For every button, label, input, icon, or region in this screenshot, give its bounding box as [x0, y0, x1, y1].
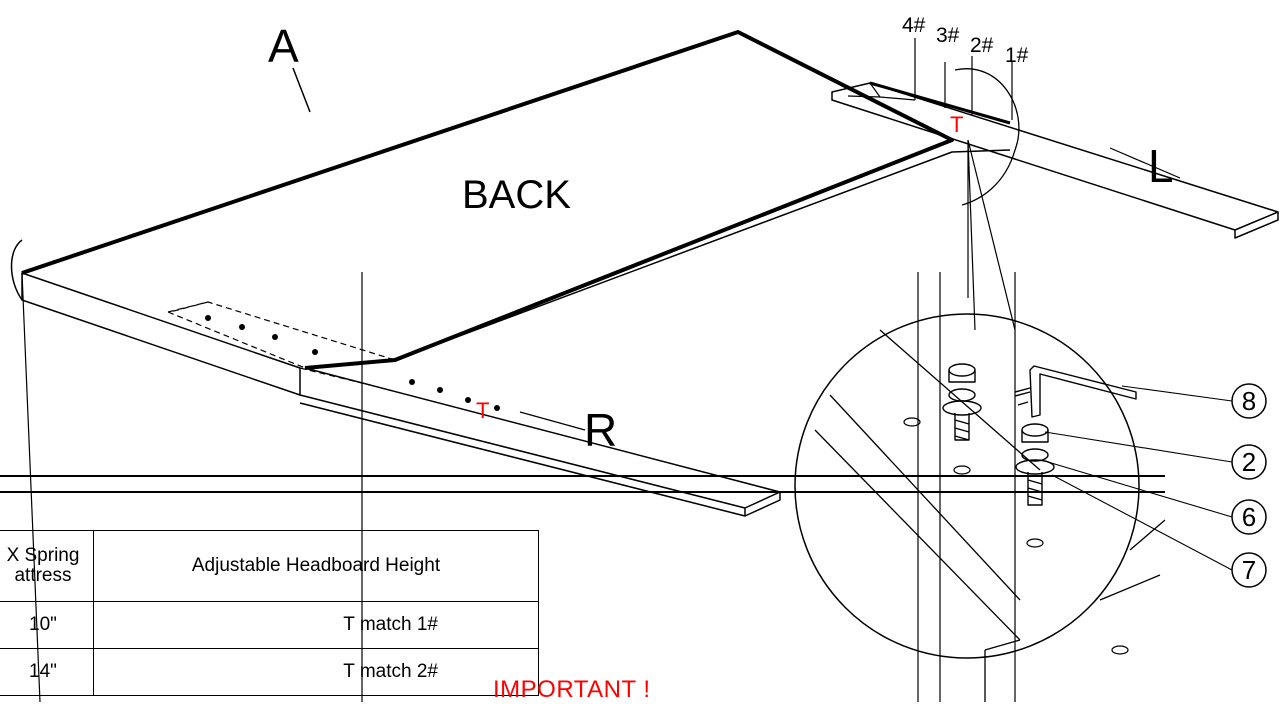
rail-l-top-edge [869, 81, 1011, 125]
detail-circle [794, 313, 1140, 659]
table-header-mattress: X Spring attress [0, 530, 94, 602]
hole-2 [953, 465, 971, 475]
part-r-label: R [584, 404, 617, 456]
table-cell-height: T match 2# [93, 648, 539, 696]
callout-leader-2 [1044, 431, 1233, 463]
bolt-right [1015, 423, 1055, 506]
callout-number-6: 6 [1242, 502, 1256, 532]
hole-3 [1026, 538, 1044, 548]
rail-l-outline [831, 82, 1279, 239]
callout-number-7: 7 [1242, 555, 1256, 585]
rail-r-hidden-slot [167, 301, 396, 386]
hole-4 [1111, 645, 1129, 655]
allen-key [1014, 365, 1137, 418]
callout-leader-7 [1051, 474, 1233, 571]
t-mark-r: T [476, 398, 489, 423]
table-cell-height: T match 1# [93, 601, 539, 649]
position-label-1: 1# [1005, 44, 1029, 67]
rail-holes [205, 315, 500, 411]
part-a-leader [292, 67, 311, 113]
headboard-panel-outline [21, 30, 954, 370]
callout-leader-8 [1121, 385, 1233, 402]
table-row: 10" T match 1# [0, 601, 539, 649]
back-label: BACK [462, 173, 571, 217]
part-a-label: A [268, 20, 299, 72]
frame-rail-lines [0, 475, 1165, 493]
table-row: 14" T match 2# [0, 648, 539, 696]
detail-planks [814, 329, 1166, 702]
t-mark-l: T [950, 112, 963, 137]
part-r-leader [519, 411, 586, 431]
callout-number-8: 8 [1242, 386, 1256, 416]
headboard-height-table: X Spring attress Adjustable Headboard He… [0, 530, 539, 696]
table-header-height: Adjustable Headboard Height [93, 530, 539, 602]
callout-circle-8 [1231, 383, 1267, 419]
zoom-lines [967, 139, 1016, 331]
callout-circle-7 [1231, 552, 1267, 588]
table-cell-mattress: 14" [0, 648, 94, 696]
table-cell-mattress: 10" [0, 601, 94, 649]
callout-leader-6 [1047, 461, 1233, 518]
position-label-2: 2# [970, 34, 994, 57]
callout-circle-2 [1231, 444, 1267, 480]
headboard-panel-curl [10, 239, 23, 301]
callout-circle-6 [1231, 499, 1267, 535]
headboard-panel-front-edge [21, 272, 301, 396]
rail-r-outline [299, 367, 781, 517]
position-label-4: 4# [902, 14, 926, 37]
rail-l-slot [847, 82, 916, 101]
bolt-left [942, 363, 982, 441]
hole-1 [903, 417, 921, 427]
position-label-3: 3# [936, 24, 960, 47]
callout-number-2: 2 [1242, 447, 1256, 477]
part-l-label: L [1148, 140, 1174, 192]
detail-arc [954, 68, 1020, 206]
part-l-leader [1109, 147, 1181, 179]
important-notice: IMPORTANT ! [493, 676, 651, 703]
table-header-row: X Spring attress Adjustable Headboard He… [0, 530, 539, 602]
